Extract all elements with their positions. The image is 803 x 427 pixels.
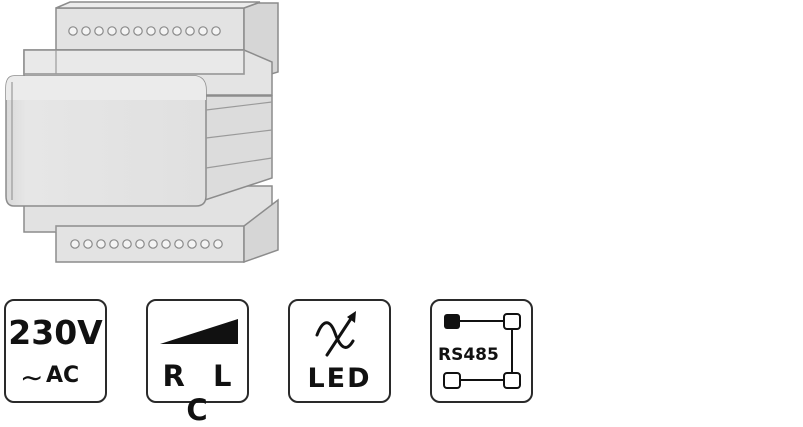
feature-badge-rlc: R L C (146, 299, 249, 427)
dimming-ramp-icon (160, 319, 238, 344)
ac-label: AC (46, 363, 80, 388)
feature-badge-power: 230V ∼ AC (4, 299, 107, 403)
voltage-label: 230V (8, 313, 103, 352)
device-illustration (5, 1, 279, 264)
network-icon (443, 313, 521, 389)
device-housing (5, 1, 279, 264)
feature-badge-led: LED (288, 299, 391, 403)
led-label: LED (307, 363, 372, 394)
feature-badge-rs485: RS485 (430, 299, 533, 403)
top-terminal-row (68, 26, 221, 36)
ac-wave-icon: ∼ (20, 361, 44, 394)
rlc-label: R L C (162, 359, 241, 427)
bottom-terminal-row (70, 239, 223, 249)
rs485-label: RS485 (438, 345, 499, 365)
led-icon (315, 311, 356, 357)
